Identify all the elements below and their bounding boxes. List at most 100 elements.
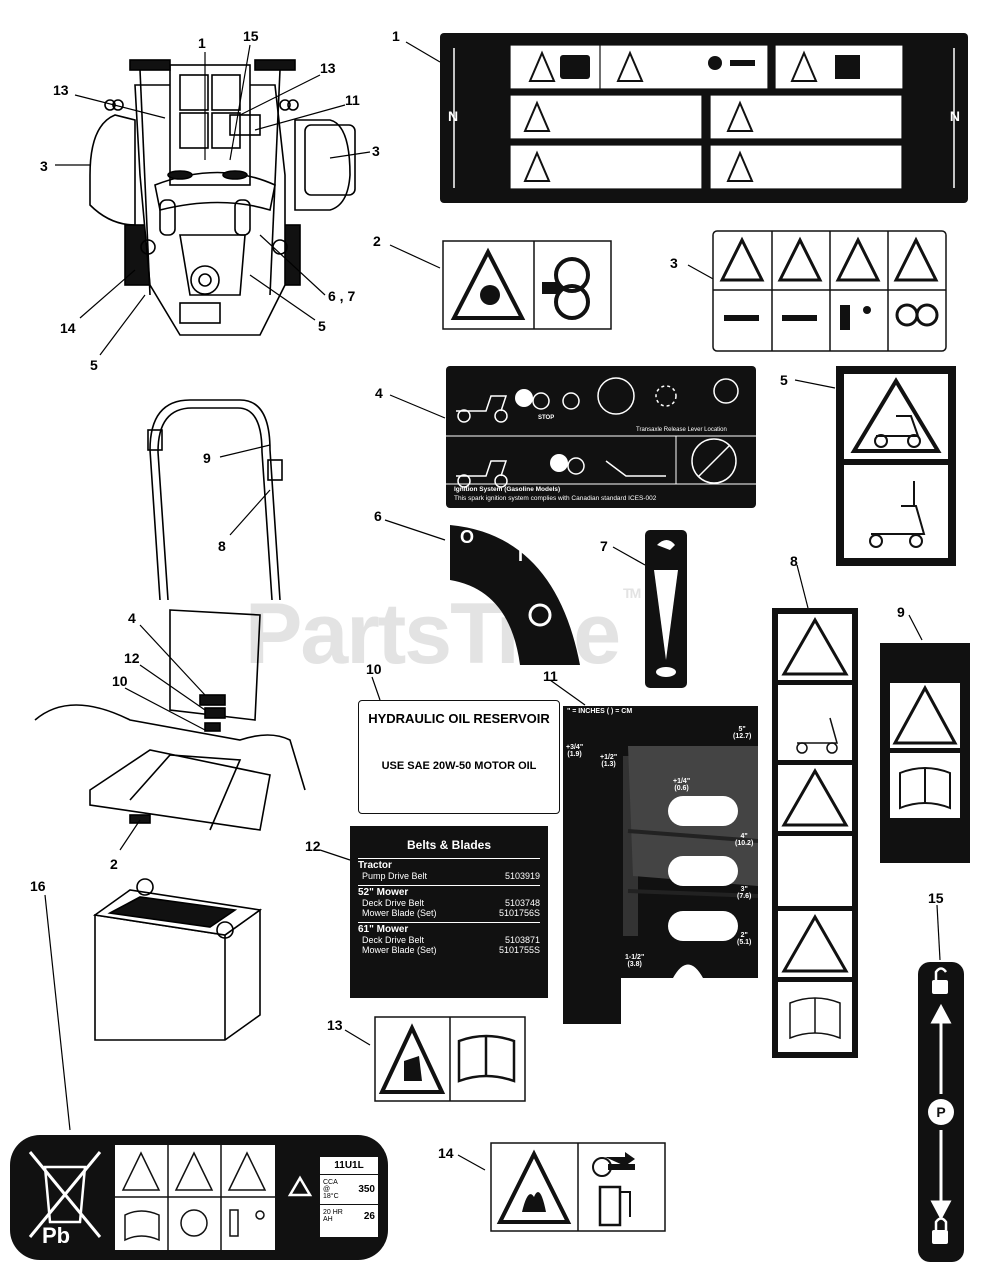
decal-10-number: 10	[366, 661, 382, 677]
decal-16-cca-label: CCA @ 18°C	[323, 1179, 339, 1200]
decal-12-row: Mower Blade (Set) 5101756S	[358, 908, 540, 918]
callout-16: 16	[30, 878, 46, 894]
decal-9-number: 9	[897, 604, 905, 620]
decal-12-row-part: 5101756S	[498, 908, 540, 918]
decal-11-label-0: +3/4"(1.9)	[566, 744, 583, 758]
decal-11-label-7-cm: (3.8)	[627, 961, 642, 968]
recycle-icon	[287, 1175, 313, 1197]
decal-14-number: 14	[438, 1145, 454, 1161]
rops-frame	[147, 399, 283, 601]
decal-12-row-name: Mower Blade (Set)	[362, 945, 437, 955]
decal-12-section-52: 52" Mower	[358, 885, 540, 898]
watermark-tm: TM	[623, 585, 641, 601]
decal-11-label-7-in: 1-1/2"	[625, 954, 645, 961]
decal-16-warnings	[115, 1145, 275, 1250]
decal-4-release-label: Transaxle Release Lever Location	[636, 427, 727, 433]
decal-11-label-2-in: +1/4"	[673, 778, 691, 785]
decal-11-shape	[563, 706, 758, 1024]
decal-4: STOP Transaxle Release Lever Location Ig…	[446, 366, 756, 508]
callout-10: 10	[112, 673, 128, 689]
callout-2: 2	[110, 856, 118, 872]
decal-16-cca-value: 350	[358, 1184, 375, 1195]
decal-12-row-name: Deck Drive Belt	[362, 898, 425, 908]
decal-5	[836, 366, 956, 566]
decal-2	[442, 240, 612, 330]
decal-15-number: 15	[928, 890, 944, 906]
decal-16-ah-row: 20 HR AH 26	[320, 1205, 378, 1227]
decal-1: N N	[440, 33, 968, 203]
callout-11: 11	[345, 92, 360, 108]
decal-8-number: 8	[790, 553, 798, 569]
decal-11-header: " = INCHES ( ) = CM	[567, 708, 633, 715]
decal-12-row: Mower Blade (Set) 5101755S	[358, 945, 540, 955]
callout-13-left: 13	[53, 82, 69, 98]
decal-6-on: I	[518, 545, 524, 565]
decal-12-table: Tractor Pump Drive Belt 5103919 52" Mower…	[358, 858, 540, 955]
decal-12-row-part: 5103748	[504, 898, 540, 908]
decal-6-off: O	[460, 527, 475, 547]
decal-16-cca-row: CCA @ 18°C 350	[320, 1175, 378, 1205]
decal-11-label-3-cm: (12.7)	[733, 733, 752, 740]
decal-13	[374, 1016, 526, 1102]
decal-1-side-right: N	[949, 108, 960, 124]
decal-7-number: 7	[600, 538, 608, 554]
tractor-top-view	[89, 59, 356, 336]
decal-10-title: HYDRAULIC OIL RESERVOIR	[368, 711, 550, 726]
crossed-bin-icon	[28, 1151, 102, 1238]
callout-14: 14	[60, 320, 76, 336]
decal-11-label-0-cm: (1.9)	[567, 751, 582, 758]
decal-11-label-4-cm: (10.2)	[735, 840, 754, 847]
decal-10-body: USE SAE 20W-50 MOTOR OIL	[381, 760, 537, 772]
decal-14	[490, 1142, 666, 1232]
callout-9: 9	[203, 450, 211, 466]
decal-12-row-name: Pump Drive Belt	[362, 871, 428, 881]
decal-3-number: 3	[670, 255, 678, 271]
callout-3-left: 3	[40, 158, 48, 174]
decal-12: Belts & Blades Tractor Pump Drive Belt 51…	[350, 826, 548, 998]
decal-7	[645, 530, 687, 688]
decal-1-side-left: N	[448, 108, 459, 124]
callout-12: 12	[124, 650, 140, 666]
decal-11-label-5-cm: (7.6)	[737, 893, 752, 900]
decal-11-label-6: 2"(5.1)	[737, 932, 751, 946]
decal-3	[712, 230, 947, 352]
decal-11-label-2: +1/4"(0.6)	[673, 778, 690, 792]
decal-4-pictograms	[446, 377, 756, 488]
decal-12-section-tractor: Tractor	[358, 858, 540, 871]
decal-16-ah-label: 20 HR AH	[323, 1209, 343, 1223]
decal-11-label-2-cm: (0.6)	[674, 785, 689, 792]
callout-3-right: 3	[372, 143, 380, 159]
decal-4-number: 4	[375, 385, 383, 401]
decal-12-row-name: Mower Blade (Set)	[362, 908, 437, 918]
decal-15: P	[918, 962, 964, 1262]
decal-16-pb: Pb	[42, 1223, 71, 1248]
callout-1-top: 1	[198, 35, 206, 51]
decal-11-label-4-in: 4"	[740, 833, 748, 840]
decal-2-number: 2	[373, 233, 381, 249]
decal-11-number: 11	[543, 668, 558, 684]
decal-12-row-part: 5101755S	[498, 945, 540, 955]
svg-text:P: P	[936, 1104, 945, 1120]
decal-4-stop-1: STOP	[538, 415, 555, 421]
decal-12-row: Deck Drive Belt 5103748	[358, 898, 540, 908]
decal-16-model: 11U1L	[320, 1157, 378, 1175]
decal-11-label-0-in: +3/4"	[566, 744, 584, 751]
callout-4: 4	[128, 610, 136, 626]
decal-16: Pb 11U1L CCA @ 18°C 350 20 HR AH 26	[10, 1135, 388, 1260]
decal-12-row-part: 5103871	[504, 935, 540, 945]
decal-12-title: Belts & Blades	[406, 838, 492, 852]
callout-15-top: 15	[243, 28, 259, 44]
decal-11-label-1-cm: (1.3)	[601, 761, 616, 768]
decal-6	[450, 525, 580, 665]
decal-11-label-5-in: 3"	[740, 886, 748, 893]
decal-12-row-part: 5103919	[504, 871, 540, 881]
decal-10: HYDRAULIC OIL RESERVOIR USE SAE 20W-50 M…	[358, 700, 560, 814]
decal-9	[880, 643, 970, 863]
decal-11-label-4: 4"(10.2)	[735, 833, 753, 847]
decal-16-ah-value: 26	[363, 1210, 375, 1222]
decal-5-number: 5	[780, 372, 788, 388]
decal-6-number: 6	[374, 508, 382, 524]
decal-12-number: 12	[305, 838, 321, 854]
